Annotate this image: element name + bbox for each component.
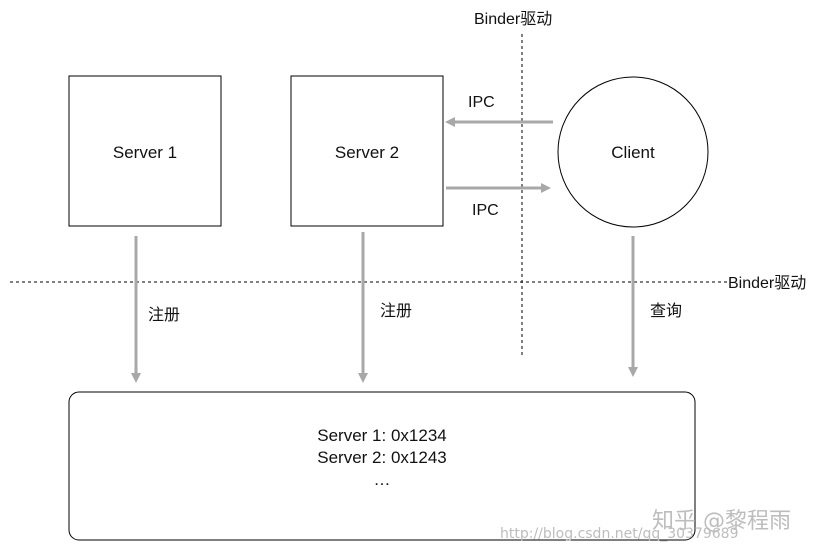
service-entry-server1: Server 1: 0x1234 [317, 426, 446, 445]
server2-box [290, 75, 444, 227]
server2-label: Server 2 [335, 143, 399, 162]
server1-register-label: 注册 [148, 306, 180, 324]
service-entry-ellipsis: … [374, 470, 391, 489]
server1-box [68, 75, 222, 227]
client-label: Client [611, 143, 655, 162]
binder-driver-top-label: Binder驱动 [474, 10, 552, 28]
watermark-brand: 知乎 @黎程雨 [652, 509, 791, 534]
server1-label: Server 1 [113, 143, 177, 162]
client-circle [557, 76, 709, 228]
binder-driver-right-label: Binder驱动 [728, 274, 806, 292]
watermark-url: http://blog.csdn.net/qq_30379689 [500, 526, 739, 542]
ipc-request-label: IPC [468, 94, 495, 111]
service-entry-server2: Server 2: 0x1243 [317, 448, 446, 467]
ipc-response-label: IPC [472, 202, 499, 219]
server2-register-label: 注册 [380, 302, 412, 320]
service-manager-box [68, 391, 696, 541]
client-query-label: 查询 [650, 302, 682, 320]
